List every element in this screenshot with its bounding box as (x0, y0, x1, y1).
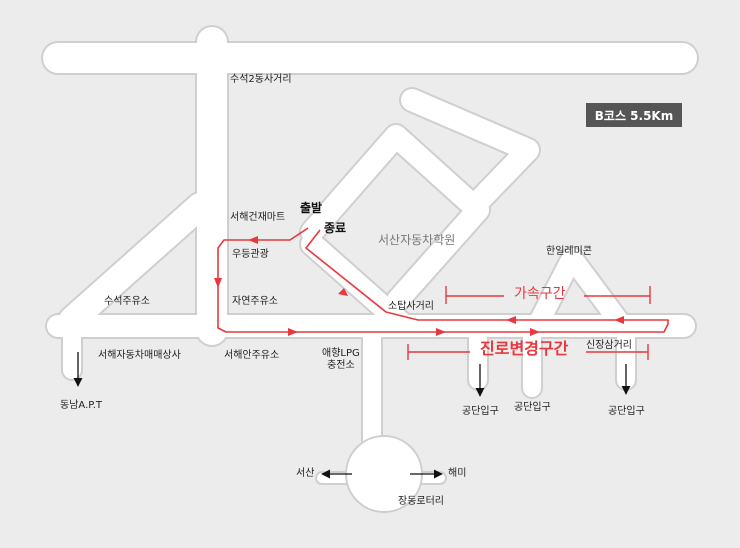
aehyang-label-line2: 충전소 (327, 360, 355, 371)
accel-section (445, 286, 651, 304)
aehyang-label-line1: 애향LPG (322, 348, 360, 359)
direction-arrows (73, 352, 631, 479)
seohae-car-label: 서해자동차매매상사 (98, 350, 181, 361)
course-badge: B코스 5.5Km (586, 103, 682, 127)
sinjang-label: 신장삼거리 (586, 340, 632, 351)
udeung-label: 우등관광 (232, 249, 269, 260)
hanil-label: 한일레미콘 (546, 246, 592, 257)
route-arrows (214, 228, 624, 336)
seohae-geonjae-label: 서해건재마트 (230, 212, 286, 223)
end-label: 종료 (324, 221, 347, 235)
start-label: 출발 (300, 201, 323, 215)
route (217, 227, 669, 333)
gongdan1-label: 공단입구 (462, 406, 499, 417)
lanechange-section (407, 344, 649, 360)
haemi-label: 해미 (448, 468, 467, 479)
suseok2-label: 수석2동사거리 (230, 74, 292, 85)
sotap-label: 소탑사거리 (388, 301, 434, 312)
seohaean-gas-label: 서해안주유소 (224, 350, 280, 361)
suseok-gas-label: 수석주유소 (104, 296, 150, 307)
academy-label: 서산자동차학원 (378, 233, 456, 247)
accel-label: 가속구간 (514, 286, 566, 302)
roads (43, 27, 697, 483)
dongnam-label: 동남A.P.T (60, 400, 103, 411)
gongdan2-label: 공단입구 (514, 402, 551, 413)
aehyang-label: 애향LPG 충전소 (322, 348, 360, 372)
seosan-label: 서산 (296, 468, 315, 479)
gongdan3-label: 공단입구 (608, 406, 645, 417)
lanechange-label: 진로변경구간 (480, 339, 569, 358)
jayeon-gas-label: 자연주유소 (232, 296, 278, 307)
rotary-label: 장동로터리 (398, 496, 444, 507)
